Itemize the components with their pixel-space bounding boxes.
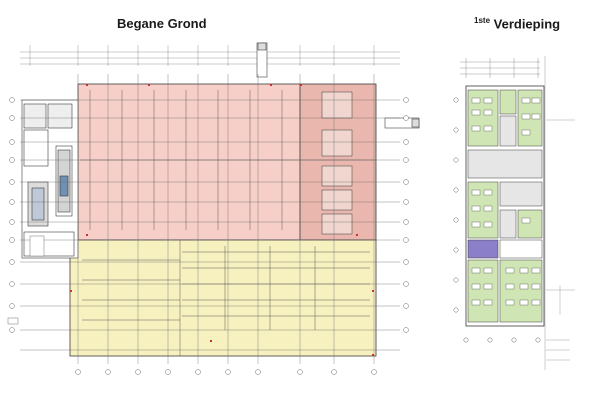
first-floor-plan [453,56,575,370]
top-dimension-lines [20,45,400,66]
right-grid-bubbles [403,97,409,333]
truck-right [384,117,420,129]
left-grid-bubbles [9,97,15,333]
desks [471,97,541,306]
first-floor-title-ordinal: 1ste [474,16,491,25]
stair-landing [499,239,543,259]
first-floor-title: 1ste Verdieping [474,16,560,31]
ground-floor-title: Begane Grond [117,16,207,31]
red-hall-dividers [80,90,376,230]
hall-yellow-zone [69,239,377,357]
racking-rows [82,240,370,356]
red-markers [70,84,374,356]
first-floor-right-lines [546,119,575,361]
hall-red-zone [77,83,301,241]
core-areas [467,115,543,239]
outside-details [7,235,45,325]
bottom-grid-bubbles [75,369,377,375]
truck-top [256,42,268,78]
first-floor-bubbles [453,97,541,343]
right-rooms [321,91,353,235]
ground-floor-plan [7,42,420,375]
first-floor-title-word: Verdieping [493,16,561,32]
stair-purple [467,239,499,259]
left-office-block [21,99,79,259]
first-floor-dimensions [460,56,546,370]
